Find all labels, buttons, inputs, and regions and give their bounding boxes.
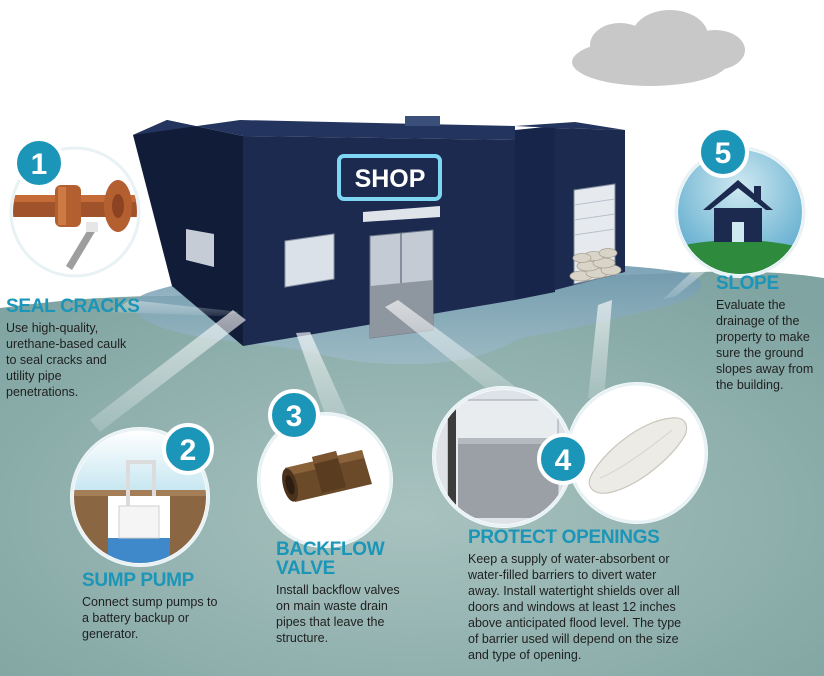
step-5-badge: 5: [697, 126, 749, 178]
step-1-title: SEAL CRACKS: [6, 296, 140, 317]
step-4-number: 4: [555, 444, 572, 477]
step-2-title: SUMP PUMP: [82, 570, 195, 591]
shop-sign: SHOP: [337, 154, 442, 201]
step-4-badge: 4: [537, 433, 589, 485]
step-5-description: Evaluate the drainage of the property to…: [716, 298, 814, 392]
step-1-label: SEAL CRACKS Use high-quality, urethane-b…: [6, 297, 156, 400]
step-5-title: SLOPE: [716, 273, 779, 294]
callout-beams: [90, 268, 710, 432]
step-3-title: BACKFLOW VALVE: [276, 539, 385, 579]
ground-water: [0, 271, 824, 676]
step-4-label: PROTECT OPENINGS Keep a supply of water-…: [468, 528, 698, 663]
step-4-title: PROTECT OPENINGS: [468, 527, 660, 548]
house-slope-icon: [674, 146, 806, 278]
step-3-badge: 3: [268, 389, 320, 441]
step-2-description: Connect sump pumps to a battery backup o…: [82, 595, 218, 641]
step-1-description: Use high-quality, urethane-based caulk t…: [6, 321, 127, 399]
step-2-badge: 2: [162, 423, 214, 475]
step-1-badge: 1: [13, 137, 65, 189]
shop-sign-text: SHOP: [355, 165, 426, 193]
step-4-description: Keep a supply of water-absorbent or wate…: [468, 552, 682, 662]
shop-building: SHOP: [133, 116, 625, 346]
step-2-label: SUMP PUMP Connect sump pumps to a batter…: [82, 571, 232, 642]
step-5-label: SLOPE Evaluate the drainage of the prope…: [716, 274, 820, 393]
cloud-icon: [572, 10, 745, 86]
backflow-valve-icon: [257, 412, 393, 548]
step-3-description: Install backflow valves on main waste dr…: [276, 583, 400, 645]
step-5-number: 5: [715, 137, 732, 170]
step-3-label: BACKFLOW VALVE Install backflow valves o…: [276, 540, 426, 646]
step-3-number: 3: [286, 400, 303, 433]
step-2-number: 2: [180, 434, 197, 467]
step-1-number: 1: [31, 148, 48, 181]
sandbag-icon: [566, 382, 708, 524]
